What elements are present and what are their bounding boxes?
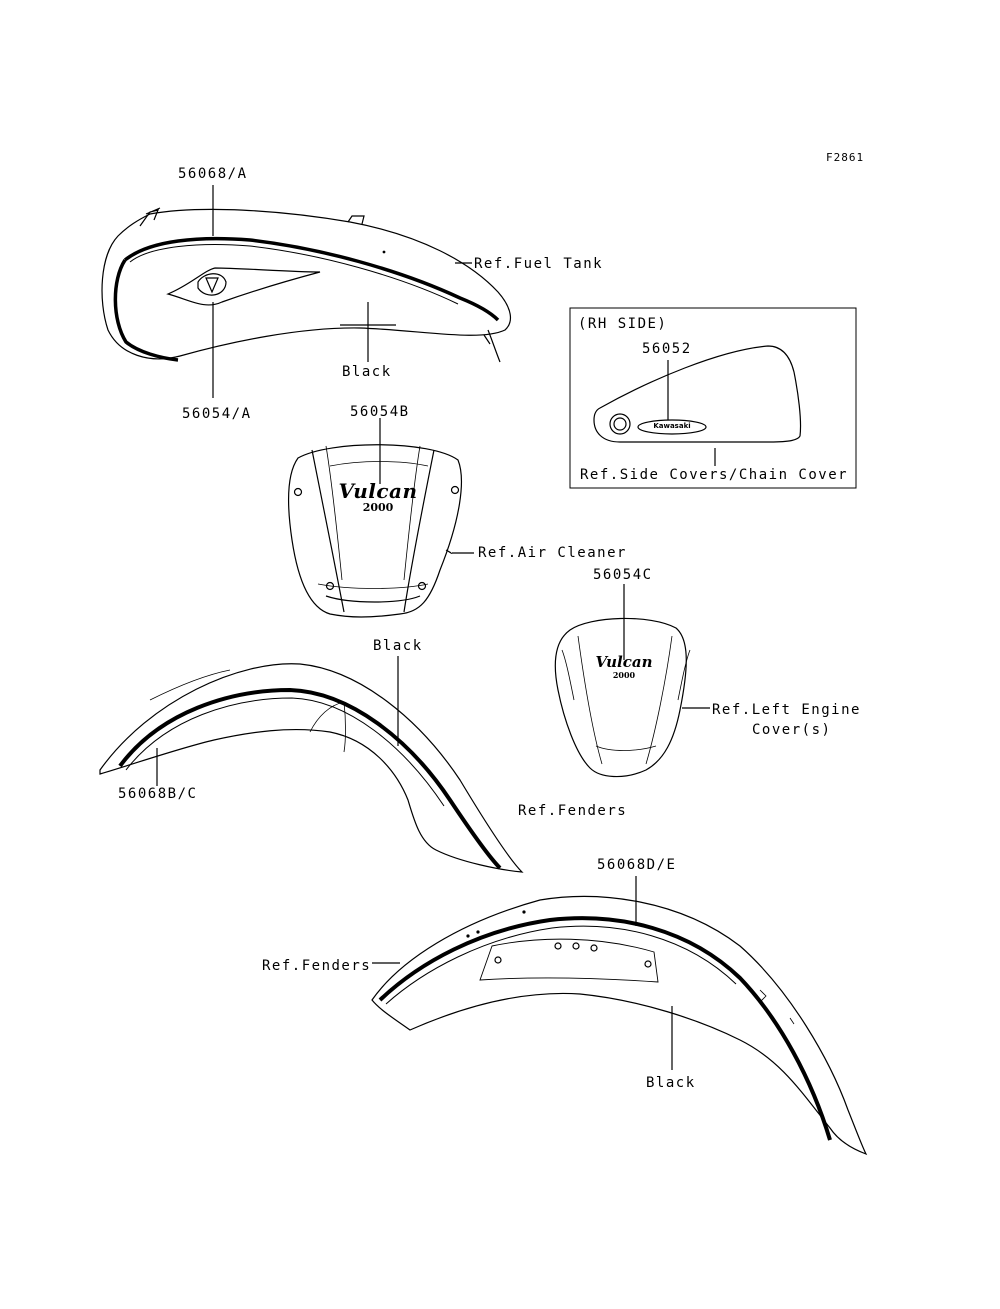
figure-code: F2861 — [826, 151, 865, 164]
air-cleaner-vulcan-badge: Vulcan 2000 — [336, 480, 420, 514]
rh-side-panel — [570, 308, 856, 488]
label-fuel-tank-stripe: 56068/A — [178, 166, 248, 182]
air-cleaner — [289, 418, 474, 617]
label-side-cover-decal: 56052 — [642, 341, 692, 357]
side-cover-kawasaki-badge: Kawasaki — [653, 422, 691, 430]
label-fuel-tank-ref: Ref.Fuel Tank — [474, 256, 604, 272]
label-rear-fender-ref: Ref.Fenders — [262, 958, 372, 974]
label-engine-cover-emblem: 56054C — [593, 567, 653, 583]
label-rear-fender-black: Black — [646, 1075, 696, 1091]
air-cleaner-vulcan-number: 2000 — [362, 501, 394, 514]
label-side-cover-ref: Ref.Side Covers/Chain Cover — [580, 467, 849, 483]
label-engine-cover-ref-1: Ref.Left Engine — [712, 702, 861, 718]
engine-cover-vulcan-number: 2000 — [612, 670, 636, 680]
label-rh-side-title: (RH SIDE) — [578, 316, 668, 332]
engine-cover — [555, 584, 710, 777]
label-front-fender-black: Black — [373, 638, 423, 654]
label-air-cleaner-ref: Ref.Air Cleaner — [478, 545, 627, 561]
label-front-fender-stripe: 56068B/C — [118, 786, 198, 802]
engine-cover-vulcan-badge: Vulcan 2000 — [590, 654, 658, 680]
label-front-fender-ref: Ref.Fenders — [518, 803, 628, 819]
label-rear-fender-stripe: 56068D/E — [597, 857, 677, 873]
air-cleaner-vulcan-script: Vulcan — [338, 479, 418, 503]
rear-fender — [372, 876, 866, 1154]
front-fender — [100, 656, 522, 872]
fuel-tank — [102, 185, 510, 398]
label-air-cleaner-emblem: 56054B — [350, 404, 410, 420]
engine-cover-vulcan-script: Vulcan — [595, 653, 653, 671]
label-engine-cover-ref-2: Cover(s) — [752, 722, 832, 738]
label-fuel-tank-emblem: 56054/A — [182, 406, 252, 422]
label-fuel-tank-black: Black — [342, 364, 392, 380]
